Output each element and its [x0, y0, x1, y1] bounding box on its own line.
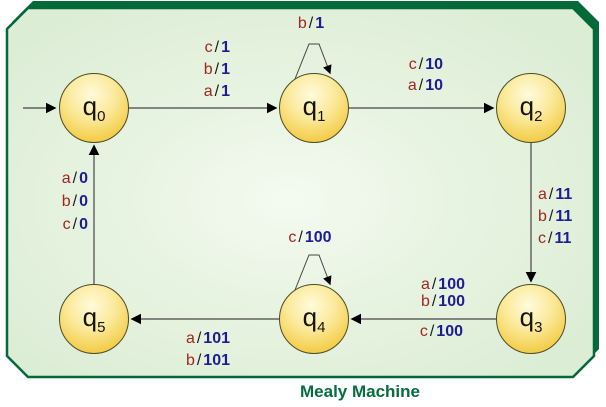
transition-line: c/1 [150, 37, 230, 59]
output-symbol: 10 [425, 77, 443, 94]
input-symbol: a [185, 330, 195, 347]
state-q2: q2 [496, 73, 566, 143]
transition-line: b/11 [538, 206, 606, 228]
output-symbol: 100 [304, 229, 332, 246]
transition-label-q1-q2: c/10 a/10 [363, 54, 443, 96]
transition-label-q5-q0: a/0 b/0 c/0 [28, 167, 88, 236]
transition-label-q1-self: b/1 [261, 13, 361, 35]
input-symbol: b [420, 293, 430, 310]
transition-line: c/0 [28, 213, 88, 236]
output-symbol: 0 [79, 216, 88, 233]
separator: / [429, 323, 435, 340]
transition-line: b/0 [28, 190, 88, 213]
output-symbol: 1 [221, 83, 230, 100]
output-symbol: 100 [438, 276, 465, 293]
transition-line: a/101 [150, 328, 230, 350]
transition-label-q0-q1: c/1 b/1 a/1 [150, 37, 230, 103]
output-symbol: 100 [438, 293, 465, 310]
input-symbol: a [203, 83, 213, 100]
input-symbol: b [538, 208, 547, 225]
separator: / [72, 193, 78, 210]
output-symbol: 1 [221, 39, 230, 56]
transition-line: c/100 [260, 227, 360, 249]
input-symbol: a [407, 77, 417, 94]
transition-line: a/10 [363, 75, 443, 96]
state-q4-label: q4 [302, 302, 326, 337]
input-symbol: c [204, 39, 213, 56]
input-symbol: c [408, 56, 417, 73]
transition-line: c/11 [538, 228, 606, 250]
transition-label-q3-q4-upper: a/100 b/100 [375, 276, 465, 310]
input-symbol: c [419, 323, 428, 340]
transition-line: b/1 [261, 13, 361, 35]
transition-line: b/101 [150, 350, 230, 372]
separator: / [548, 208, 554, 225]
edge-q1-self-loop [294, 43, 332, 80]
output-symbol: 11 [555, 186, 573, 203]
transition-line: a/0 [28, 167, 88, 190]
input-symbol: c [538, 230, 546, 247]
transition-label-q3-q4-lower: c/100 [373, 321, 463, 343]
separator: / [196, 330, 202, 347]
separator: / [418, 77, 424, 94]
state-q5-label: q5 [82, 302, 106, 337]
input-symbol: a [61, 170, 71, 187]
transition-label-q4-q5: a/101 b/101 [150, 328, 230, 372]
output-symbol: 10 [425, 56, 443, 73]
input-symbol: b [185, 352, 195, 369]
separator: / [214, 83, 220, 100]
transition-line: c/10 [363, 54, 443, 75]
separator: / [214, 39, 220, 56]
transition-line: a/11 [538, 184, 606, 206]
input-symbol: c [288, 229, 297, 246]
output-symbol: 1 [315, 15, 325, 32]
input-symbol: b [297, 15, 307, 32]
state-q0-label: q0 [82, 91, 106, 126]
input-symbol: a [538, 186, 547, 203]
output-symbol: 11 [554, 230, 572, 247]
transition-line: a/1 [150, 81, 230, 103]
separator: / [72, 170, 78, 187]
output-symbol: 11 [555, 208, 573, 225]
transition-line: c/100 [373, 321, 463, 343]
output-symbol: 0 [79, 170, 88, 187]
separator: / [196, 352, 202, 369]
state-q3-label: q3 [519, 302, 543, 337]
separator: / [298, 229, 303, 246]
state-q0: q0 [59, 73, 129, 143]
transition-line: b/1 [150, 59, 230, 81]
separator: / [548, 186, 554, 203]
input-symbol: b [203, 61, 213, 78]
separator: / [431, 293, 437, 310]
panel [5, 6, 596, 379]
input-symbol: b [61, 193, 71, 210]
output-symbol: 100 [436, 323, 463, 340]
state-q3: q3 [496, 284, 566, 354]
transition-line: b/100 [375, 293, 465, 310]
output-symbol: 101 [203, 352, 230, 369]
separator: / [72, 216, 78, 233]
input-symbol: a [420, 276, 430, 293]
diagram-title: Mealy Machine [300, 382, 420, 401]
transition-label-q4-self: c/100 [260, 227, 360, 249]
output-symbol: 101 [203, 330, 230, 347]
transition-line: a/100 [375, 276, 465, 293]
separator: / [548, 230, 553, 247]
separator: / [214, 61, 220, 78]
input-symbol: c [62, 216, 71, 233]
state-q2-label: q2 [519, 91, 543, 126]
transition-label-q2-q3: a/11 b/11 c/11 [538, 184, 606, 250]
state-q5: q5 [59, 284, 129, 354]
output-symbol: 0 [79, 193, 88, 210]
state-q1: q1 [279, 73, 349, 143]
separator: / [308, 15, 314, 32]
state-q4: q4 [279, 284, 349, 354]
separator: / [418, 56, 424, 73]
edge-q4-self-loop [294, 254, 332, 291]
state-q1-label: q1 [302, 91, 326, 126]
output-symbol: 1 [221, 61, 230, 78]
separator: / [431, 276, 437, 293]
